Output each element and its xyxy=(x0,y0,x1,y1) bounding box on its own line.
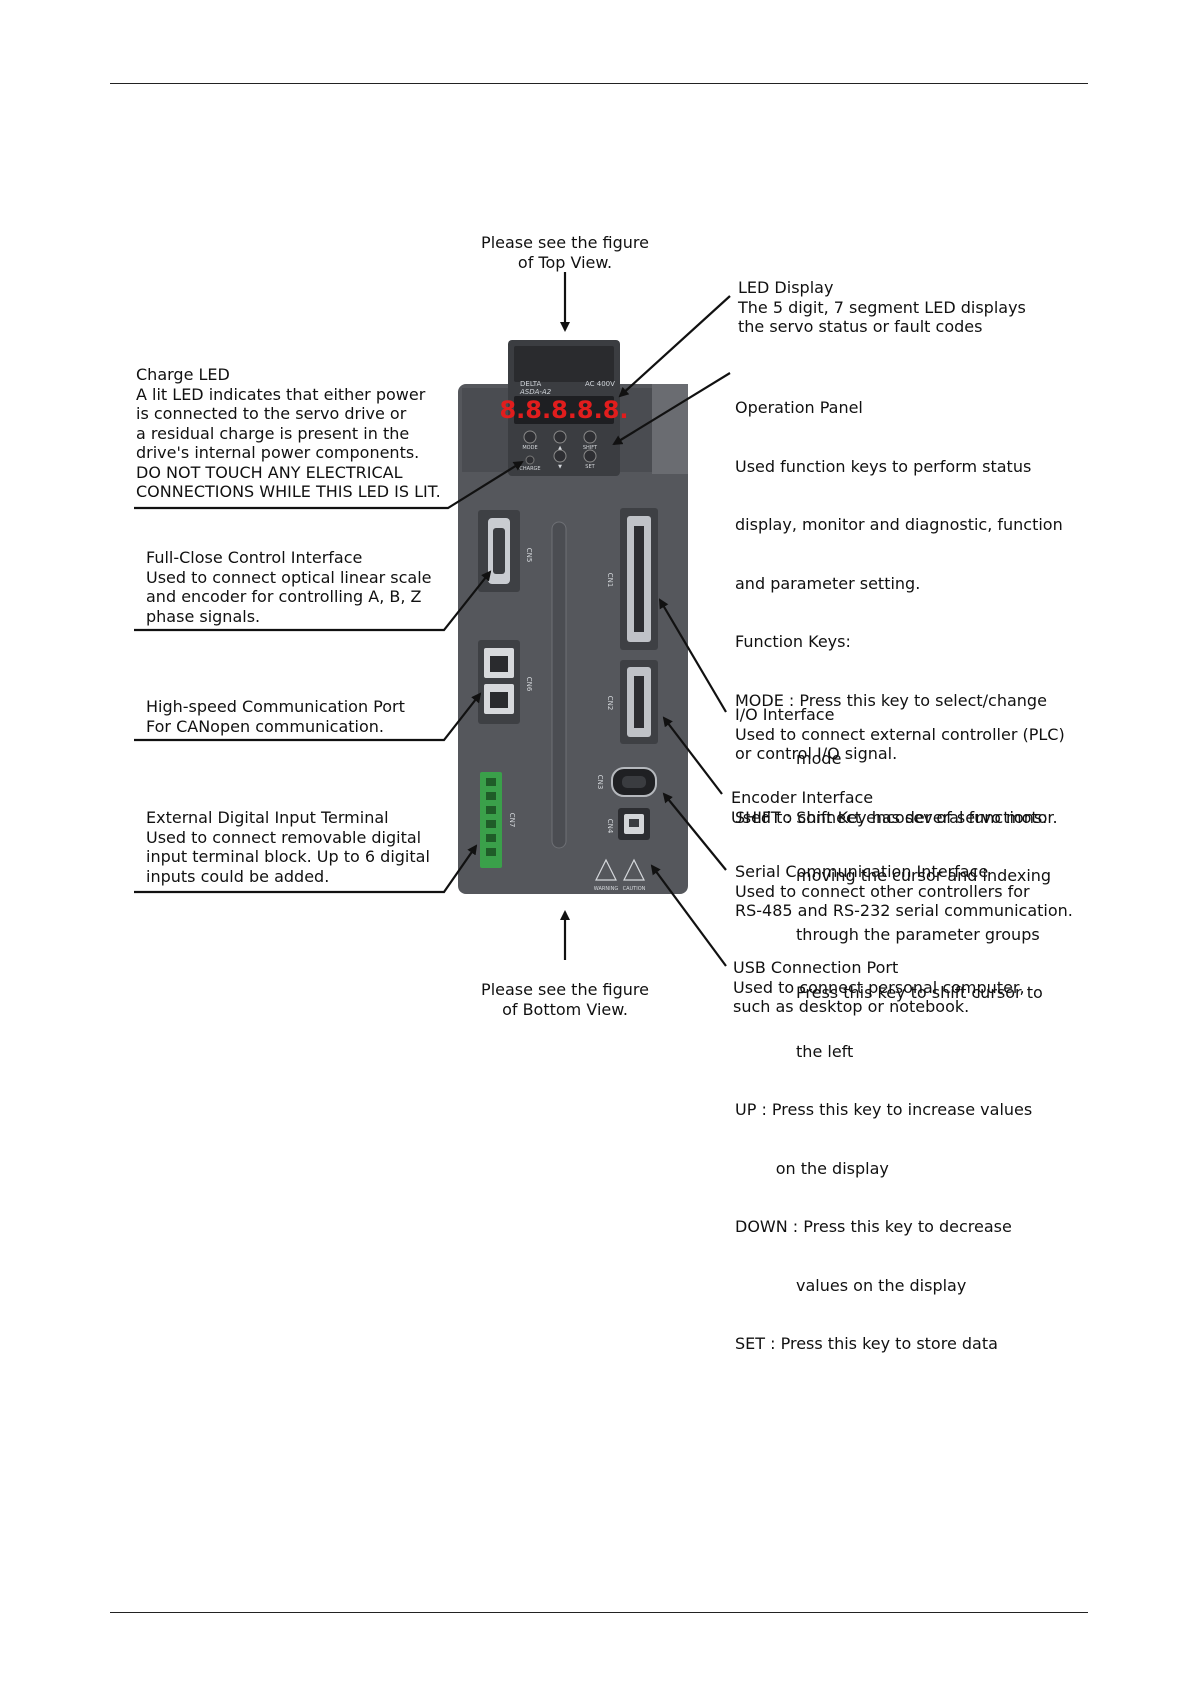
up-key[interactable] xyxy=(554,431,566,443)
drive-model: ASDA-A2 xyxy=(519,388,552,396)
full-close-callout: Full-Close Control Interface Used to con… xyxy=(146,548,432,626)
up-key-label: ▲ xyxy=(558,445,562,451)
top-view-line: Please see the figure xyxy=(480,233,650,253)
high-speed-callout: High-speed Communication Port For CANope… xyxy=(146,697,405,736)
cn6-label: CN6 xyxy=(525,677,533,692)
led-display-callout: LED Display The 5 digit, 7 segment LED d… xyxy=(738,278,1026,337)
led-display-leader xyxy=(620,296,730,396)
callout-line: Operation Panel xyxy=(735,398,1063,418)
callout-line: through the parameter groups xyxy=(735,925,1063,945)
callout-line: Encoder Interface xyxy=(731,788,1058,808)
charge-led-label: CHARGE xyxy=(519,466,540,472)
callout-line: input terminal block. Up to 6 digital xyxy=(146,847,430,867)
top-view-callout: Please see the figure of Top View. xyxy=(480,233,650,272)
cn1-label: CN1 xyxy=(606,573,614,588)
callout-line: inputs could be added. xyxy=(146,867,430,887)
callout-line: Used to connect removable digital xyxy=(146,828,430,848)
callout-line: SET : Press this key to store data xyxy=(735,1334,1063,1354)
bottom-view-line: Please see the figure xyxy=(480,980,650,1000)
callout-line: Function Keys: xyxy=(735,632,1063,652)
callout-line: DO NOT TOUCH ANY ELECTRICAL xyxy=(136,463,441,483)
callout-line: the servo status or fault codes xyxy=(738,317,1026,337)
down-key-label: ▼ xyxy=(558,464,562,470)
callout-line: Serial Communication Interface xyxy=(735,862,1073,882)
drive-rating: AC 400V xyxy=(585,380,615,388)
callout-line: Full-Close Control Interface xyxy=(146,548,432,568)
callout-line: The 5 digit, 7 segment LED displays xyxy=(738,298,1026,318)
callout-line: such as desktop or notebook. xyxy=(733,997,1025,1017)
callout-line: a residual charge is present in the xyxy=(136,424,441,444)
bottom-view-line: of Bottom View. xyxy=(480,1000,650,1020)
shift-key-label: SHIFT xyxy=(583,445,598,451)
serial-comm-callout: Serial Communication Interface Used to c… xyxy=(735,862,1073,921)
callout-line: Used to connect external controller (PLC… xyxy=(735,725,1065,745)
bottom-view-callout: Please see the figure of Bottom View. xyxy=(480,980,650,1019)
callout-line: on the display xyxy=(735,1159,1063,1179)
callout-line: USB Connection Port xyxy=(733,958,1025,978)
cn4-label: CN4 xyxy=(606,819,614,834)
callout-line: External Digital Input Terminal xyxy=(146,808,430,828)
callout-line: display, monitor and diagnostic, functio… xyxy=(735,515,1063,535)
callout-line: and parameter setting. xyxy=(735,574,1063,594)
callout-line: and encoder for controlling A, B, Z xyxy=(146,587,432,607)
led-display-digits: 8.8.8.8.8. xyxy=(499,396,628,424)
usb-leader xyxy=(652,866,726,966)
callout-line: UP : Press this key to increase values xyxy=(735,1100,1063,1120)
callout-line: DOWN : Press this key to decrease xyxy=(735,1217,1063,1237)
set-key[interactable] xyxy=(584,450,596,462)
cn2-label: CN2 xyxy=(606,696,614,711)
usb-port-callout: USB Connection Port Used to connect pers… xyxy=(733,958,1025,1017)
charge-led-callout: Charge LED A lit LED indicates that eith… xyxy=(136,365,441,502)
callout-line: or control I/O signal. xyxy=(735,744,1065,764)
set-key-label: SET xyxy=(585,464,595,470)
callout-line: drive's internal power components. xyxy=(136,443,441,463)
callout-line: Used to connect other controllers for xyxy=(735,882,1073,902)
shift-key[interactable] xyxy=(584,431,596,443)
callout-line: the left xyxy=(735,1042,1063,1062)
callout-line: Used to connect optical linear scale xyxy=(146,568,432,588)
caution-text: CAUTION xyxy=(623,886,646,892)
callout-line: is connected to the servo drive or xyxy=(136,404,441,424)
encoder-interface-callout: Encoder Interface Used to connect encode… xyxy=(731,788,1058,827)
callout-line: LED Display xyxy=(738,278,1026,298)
servo-drive-body: DELTA ASDA-A2 AC 400V 8.8.8.8.8. MODE ▲ … xyxy=(458,340,688,894)
io-interface-callout: I/O Interface Used to connect external c… xyxy=(735,705,1065,764)
mode-key[interactable] xyxy=(524,431,536,443)
callout-line: For CANopen communication. xyxy=(146,717,405,737)
down-key[interactable] xyxy=(554,450,566,462)
warning-text: WARNING xyxy=(594,886,619,892)
callout-line: CONNECTIONS WHILE THIS LED IS LIT. xyxy=(136,482,441,502)
callout-line: values on the display xyxy=(735,1276,1063,1296)
cn3-label: CN3 xyxy=(596,775,604,790)
top-view-line: of Top View. xyxy=(480,253,650,273)
callout-line: Charge LED xyxy=(136,365,441,385)
callout-line: High-speed Communication Port xyxy=(146,697,405,717)
drive-brand: DELTA xyxy=(520,380,541,388)
callout-line: I/O Interface xyxy=(735,705,1065,725)
callout-line: A lit LED indicates that either power xyxy=(136,385,441,405)
cn5-label: CN5 xyxy=(525,548,533,563)
callout-line: Used function keys to perform status xyxy=(735,457,1063,477)
cn7-label: CN7 xyxy=(508,813,516,828)
charge-led xyxy=(526,456,534,464)
mode-key-label: MODE xyxy=(522,445,537,451)
callout-line: Used to connect encoder of servo motor. xyxy=(731,808,1058,828)
external-digital-callout: External Digital Input Terminal Used to … xyxy=(146,808,430,886)
callout-line: RS-485 and RS-232 serial communication. xyxy=(735,901,1073,921)
callout-line: phase signals. xyxy=(146,607,432,627)
callout-line: Used to connect personal computer, xyxy=(733,978,1025,998)
